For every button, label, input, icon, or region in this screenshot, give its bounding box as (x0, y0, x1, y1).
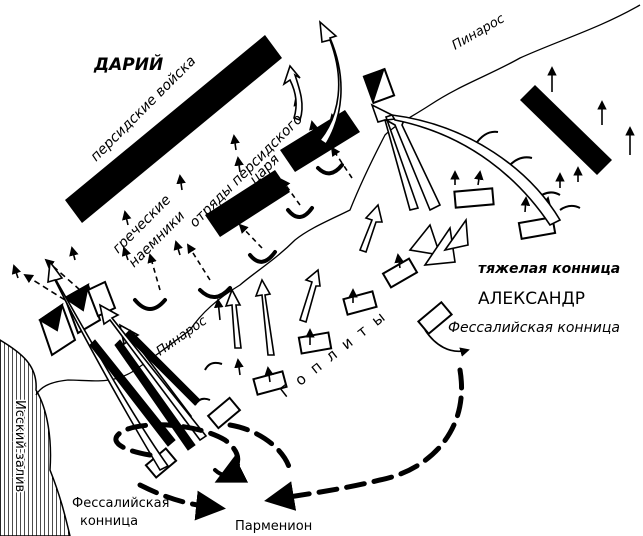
thessalian-route (424, 329, 470, 357)
persian-right-bar (520, 85, 612, 175)
heavy-cavalry-wedges (408, 217, 469, 266)
persian-guard-bar-1 (280, 110, 360, 172)
label-thessalian-cavalry-left-2: конница (80, 514, 138, 529)
label-darius: ДАРИЙ (93, 53, 163, 75)
main-attack-arrows (47, 20, 562, 472)
label-alexander: АЛЕКСАНДР (478, 289, 585, 309)
darius-chariot-icon (362, 67, 396, 105)
label-heavy-cavalry: тяжелая конница (478, 261, 620, 277)
label-thessalian-cavalry-left-1: Фессалийская (72, 496, 169, 511)
label-pinaros-top: Пинарос (450, 11, 508, 53)
persian-guard-bar-2 (205, 170, 290, 237)
label-issus-gulf: Исский залив (12, 400, 27, 492)
label-parmenion: Парменион (235, 519, 312, 534)
persian-troops-bar (65, 35, 282, 223)
label-pinaros-mid: Пинарос (154, 314, 210, 360)
issus-gulf-sea (0, 339, 71, 536)
label-hoplites: Гоплиты (276, 302, 396, 401)
black-charge-arrows (89, 329, 201, 451)
label-thessalian-cavalry-right: Фессалийская конница (448, 320, 620, 336)
cavalry-maneuver-paths (113, 367, 464, 521)
persian-army (65, 35, 612, 237)
